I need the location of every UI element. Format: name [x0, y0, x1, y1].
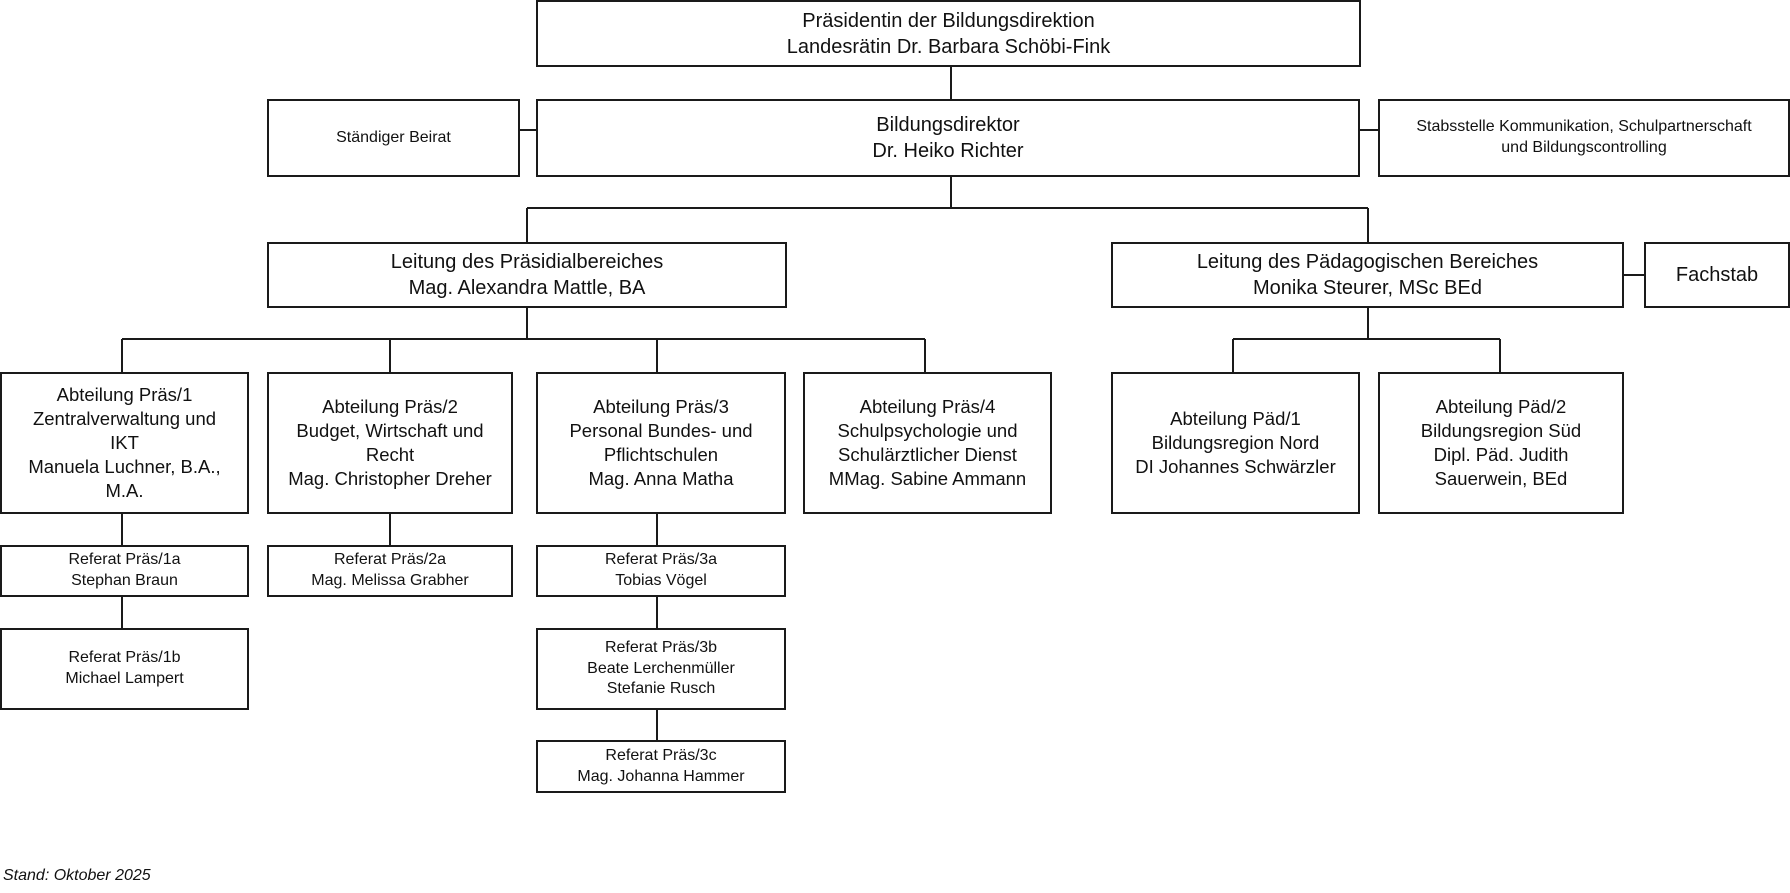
referat-line: Tobias Vögel	[615, 572, 707, 589]
referat-praes1b-box: Referat Präs/1b Michael Lampert	[0, 628, 249, 710]
staff-unit-line1: Stabsstelle Kommunikation, Schulpartners…	[1416, 118, 1752, 136]
referat-line: Michael Lampert	[65, 670, 184, 687]
department-praes1-box: Abteilung Präs/1 Zentralverwaltung und I…	[0, 372, 249, 514]
referat-line: Mag. Johanna Hammer	[577, 767, 745, 785]
presidential-area-title: Leitung des Präsidialbereiches	[390, 251, 664, 273]
referat-line: Referat Präs/1b	[68, 649, 181, 667]
department-line: Abteilung Präs/1	[56, 383, 193, 405]
pedagogical-area-box: Leitung des Pädagogischen Bereiches Moni…	[1111, 242, 1624, 308]
department-paed2-box: Abteilung Päd/2 Bildungsregion Süd Dipl.…	[1378, 372, 1624, 514]
department-line: Dipl. Päd. Judith	[1433, 444, 1569, 465]
department-line: Abteilung Präs/4	[859, 395, 996, 417]
referat-line: Referat Präs/3c	[605, 746, 717, 764]
referat-line: Referat Präs/1a	[68, 551, 181, 569]
department-line: Schulpsychologie und	[837, 419, 1018, 441]
department-line: Bildungsregion Süd	[1420, 419, 1582, 441]
department-line: Sauerwein, BEd	[1434, 468, 1568, 490]
referat-line: Referat Präs/2a	[333, 551, 447, 569]
department-line: Zentralverwaltung und	[32, 407, 217, 429]
pedagogical-area-title: Leitung des Pädagogischen Bereiches	[1196, 251, 1539, 273]
department-line: MMag. Sabine Ammann	[828, 468, 1027, 490]
presidential-area-name: Mag. Alexandra Mattle, BA	[408, 277, 646, 299]
advisory-board-label: Ständiger Beirat	[336, 128, 451, 146]
department-line: Schulärztlicher Dienst	[838, 444, 1017, 465]
director-title: Bildungsdirektor	[876, 114, 1020, 136]
department-line: Abteilung Präs/2	[322, 395, 458, 417]
president-name: Landesrätin Dr. Barbara Schöbi-Fink	[786, 35, 1111, 58]
referat-line: Referat Präs/3a	[604, 551, 718, 569]
department-line: DI Johannes Schwärzler	[1135, 456, 1336, 478]
department-line: Mag. Christopher Dreher	[288, 468, 492, 490]
director-name: Dr. Heiko Richter	[872, 140, 1024, 162]
department-line: Budget, Wirtschaft und	[296, 419, 484, 441]
department-line: Abteilung Präs/3	[593, 395, 729, 417]
department-line: Manuela Luchner, B.A.,	[28, 456, 221, 478]
director-box: Bildungsdirektor Dr. Heiko Richter	[536, 99, 1360, 177]
referat-line: Stephan Braun	[71, 572, 178, 589]
department-paed1-box: Abteilung Päd/1 Bildungsregion Nord DI J…	[1111, 372, 1360, 514]
department-line: Recht	[365, 444, 415, 465]
department-line: M.A.	[105, 480, 144, 502]
department-line: Abteilung Päd/1	[1170, 407, 1301, 429]
department-line: IKT	[110, 431, 139, 453]
referat-praes3a-box: Referat Präs/3a Tobias Vögel	[536, 545, 786, 597]
department-praes2-box: Abteilung Präs/2 Budget, Wirtschaft und …	[267, 372, 513, 514]
fachstab-box: Fachstab	[1644, 242, 1790, 308]
staff-unit-line2: und Bildungscontrolling	[1501, 139, 1667, 156]
department-line: Bildungsregion Nord	[1151, 431, 1320, 453]
referat-praes1a-box: Referat Präs/1a Stephan Braun	[0, 545, 249, 597]
referat-praes3b-box: Referat Präs/3b Beate Lerchenmüller Stef…	[536, 628, 786, 710]
referat-praes3c-box: Referat Präs/3c Mag. Johanna Hammer	[536, 740, 786, 793]
referat-praes2a-box: Referat Präs/2a Mag. Melissa Grabher	[267, 545, 513, 597]
referat-line: Beate Lerchenmüller	[587, 659, 735, 677]
referat-line: Mag. Melissa Grabher	[311, 572, 469, 589]
status-date-footnote: Stand: Oktober 2025	[3, 867, 151, 884]
department-line: Mag. Anna Matha	[588, 468, 734, 490]
staff-unit-box: Stabsstelle Kommunikation, Schulpartners…	[1378, 99, 1790, 177]
president-title: Präsidentin der Bildungsdirektion	[802, 9, 1095, 32]
referat-line: Stefanie Rusch	[606, 680, 716, 698]
department-praes3-box: Abteilung Präs/3 Personal Bundes- und Pf…	[536, 372, 786, 514]
department-line: Abteilung Päd/2	[1435, 395, 1567, 417]
department-line: Pflichtschulen	[603, 444, 719, 465]
department-praes4-box: Abteilung Präs/4 Schulpsychologie und Sc…	[803, 372, 1052, 514]
department-line: Personal Bundes- und	[569, 419, 753, 441]
president-box: Präsidentin der Bildungsdirektion Landes…	[536, 0, 1361, 67]
pedagogical-area-name: Monika Steurer, MSc BEd	[1253, 277, 1482, 299]
presidential-area-box: Leitung des Präsidialbereiches Mag. Alex…	[267, 242, 787, 308]
advisory-board-box: Ständiger Beirat	[267, 99, 520, 177]
referat-line: Referat Präs/3b	[604, 638, 718, 656]
fachstab-label: Fachstab	[1675, 264, 1759, 286]
